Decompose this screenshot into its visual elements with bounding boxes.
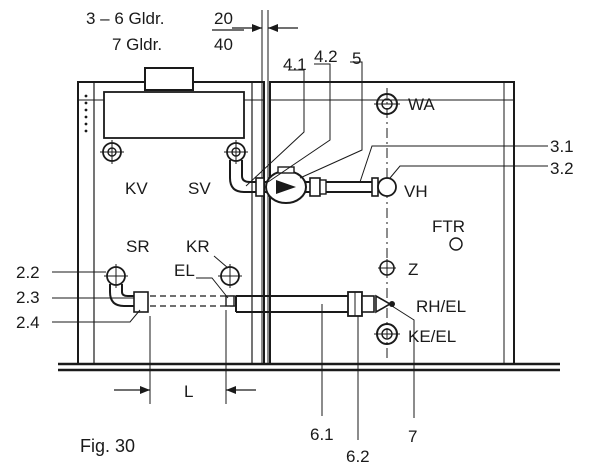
callout-2-4: 2.4 <box>16 313 40 332</box>
flue-stub <box>144 67 194 91</box>
label-rh-el: RH/EL <box>416 297 466 316</box>
callout-4-2: 4.2 <box>314 47 338 66</box>
connection-ke-el-symbol <box>374 323 400 345</box>
dim-row1-value: 20 <box>214 9 233 28</box>
leader-lines <box>52 61 548 440</box>
label-el: EL <box>174 261 195 280</box>
connection-wa-symbol <box>374 93 400 115</box>
dim-row1-label: 3 – 6 Gldr. <box>86 9 164 28</box>
connection-sv-symbol <box>224 140 248 164</box>
bottom-dimension: L <box>114 310 256 404</box>
dim-row2-label: 7 Gldr. <box>112 35 162 54</box>
callout-3-2: 3.2 <box>550 159 574 178</box>
callout-5: 5 <box>352 49 361 68</box>
callout-2-2: 2.2 <box>16 263 40 282</box>
top-dimension: 3 – 6 Gldr. 20 7 Gldr. 40 <box>86 9 298 364</box>
label-z: Z <box>408 260 418 279</box>
connection-kr-symbol <box>218 264 242 288</box>
dim-l-label: L <box>184 382 193 401</box>
connection-kv-symbol <box>100 140 124 164</box>
dim-row2-value: 40 <box>214 35 233 54</box>
flow-pipe-assembly <box>229 160 397 204</box>
control-panel <box>103 91 245 139</box>
connection-sr-symbol <box>104 264 128 288</box>
boiler-unit <box>77 67 265 365</box>
vent-dots <box>84 94 88 133</box>
callout-6-1: 6.1 <box>310 425 334 444</box>
return-pipe-assembly <box>109 284 395 317</box>
storage-tank-unit <box>269 81 515 365</box>
figure-caption: Fig. 30 <box>80 436 135 456</box>
pump-direction-arrow <box>276 180 296 194</box>
callout-2-3: 2.3 <box>16 288 40 307</box>
callout-4-1: 4.1 <box>283 55 307 74</box>
drain-valve <box>375 294 392 314</box>
connection-vh-symbol <box>377 177 397 197</box>
callout-3-1: 3.1 <box>550 137 574 156</box>
callout-7: 7 <box>408 427 417 446</box>
label-kv: KV <box>125 179 148 198</box>
label-ftr: FTR <box>432 217 465 236</box>
label-kr: KR <box>186 237 210 256</box>
label-sv: SV <box>188 179 211 198</box>
label-ke-el: KE/EL <box>408 327 456 346</box>
label-sr: SR <box>126 237 150 256</box>
label-wa: WA <box>408 95 435 114</box>
connection-z-symbol <box>378 259 396 277</box>
callout-6-2: 6.2 <box>346 447 370 466</box>
label-vh: VH <box>404 182 428 201</box>
connection-ftr-symbol <box>449 237 463 251</box>
